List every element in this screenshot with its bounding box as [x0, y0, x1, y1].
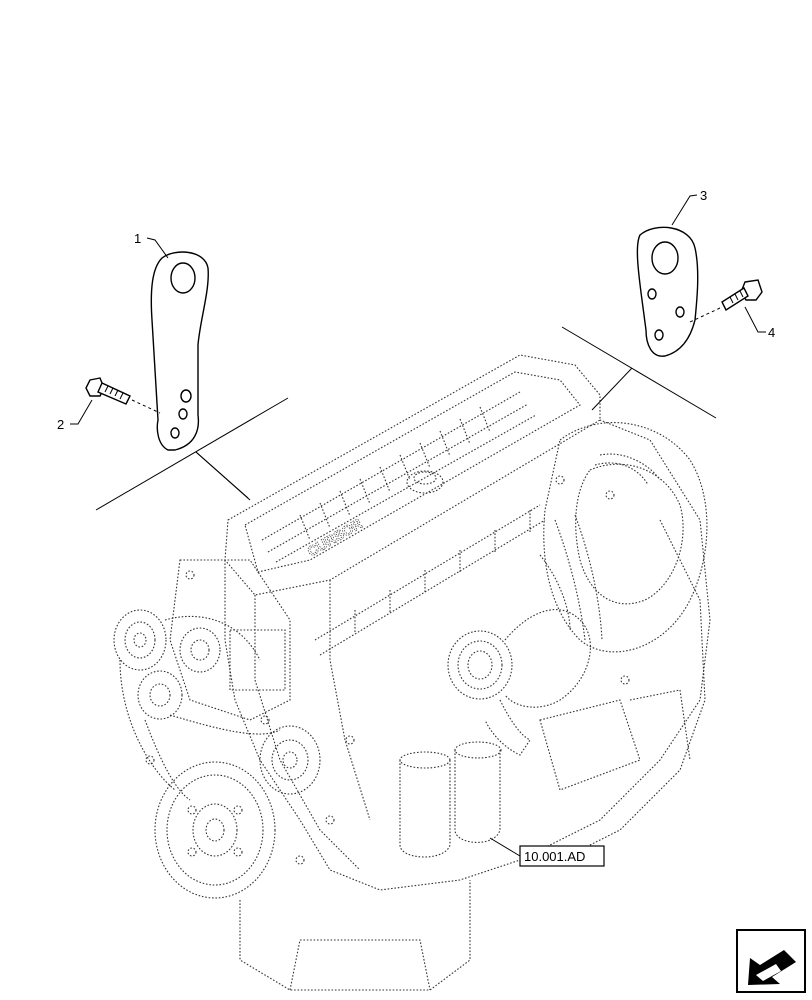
- reference-link[interactable]: 10.001.AD: [489, 837, 605, 867]
- callout-2[interactable]: 2: [57, 399, 93, 432]
- right-lifting-bracket: [636, 226, 699, 357]
- callout-1[interactable]: 1: [134, 231, 169, 259]
- cover-brand-text: CURSOR: [304, 515, 365, 559]
- callout-2-label: 2: [57, 417, 64, 432]
- left-lifting-bracket: [150, 251, 209, 451]
- right-bolt: [689, 279, 763, 323]
- callout-3[interactable]: 3: [671, 188, 707, 226]
- callout-3-label: 3: [700, 188, 707, 203]
- left-bolt: [85, 377, 161, 414]
- right-installation-pointer: [561, 326, 717, 419]
- reference-label: 10.001.AD: [524, 849, 585, 864]
- next-page-arrow-icon[interactable]: [736, 929, 806, 993]
- callout-4-label: 4: [768, 325, 775, 340]
- left-installation-pointer: [95, 397, 289, 511]
- engine-illustration: CURSOR: [113, 354, 711, 991]
- callout-1-label: 1: [134, 231, 141, 246]
- callout-4[interactable]: 4: [744, 306, 775, 340]
